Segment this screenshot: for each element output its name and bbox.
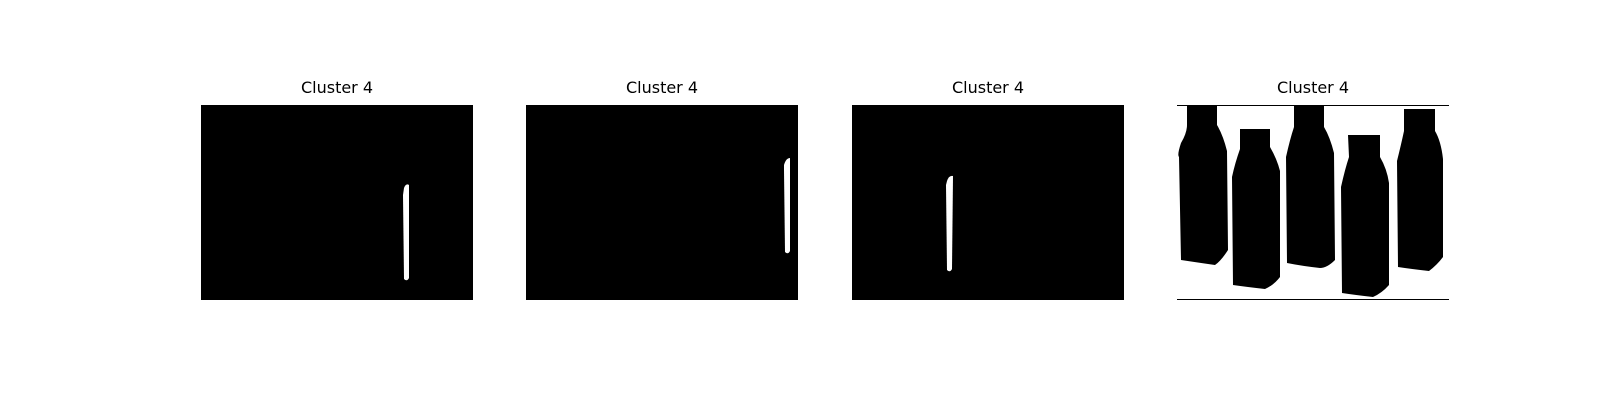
bottle-silhouette (1341, 135, 1389, 297)
panel-title: Cluster 4 (300, 78, 374, 97)
panel-title: Cluster 4 (1276, 78, 1350, 97)
panel-title: Cluster 4 (625, 78, 699, 97)
mask-blob (403, 184, 409, 281)
bottle-silhouette (1232, 129, 1280, 289)
bottle-silhouette (1286, 105, 1335, 268)
cluster-mask-image (852, 105, 1124, 300)
cluster-mask-image (526, 105, 798, 300)
cluster-mask-image (201, 105, 473, 300)
mask-blob (946, 175, 953, 272)
mask-blob (784, 158, 790, 254)
bottle-silhouette (1178, 105, 1228, 265)
bottle-silhouette (1397, 109, 1443, 271)
panel-title: Cluster 4 (951, 78, 1025, 97)
cluster-mask-image (1177, 105, 1449, 300)
